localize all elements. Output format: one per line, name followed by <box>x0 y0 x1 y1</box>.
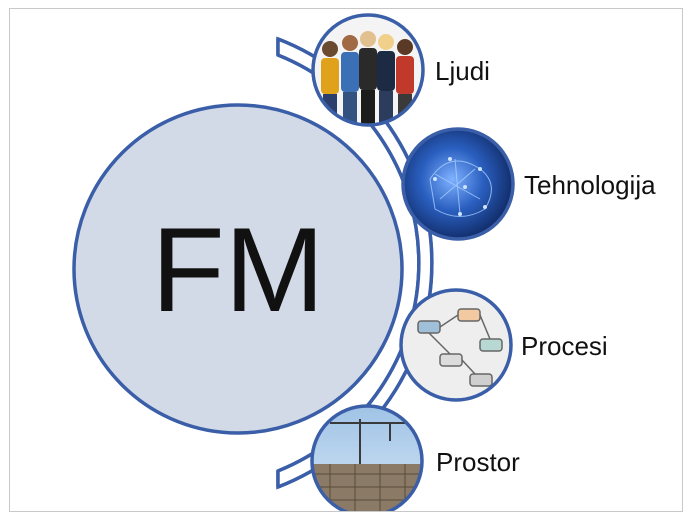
node-label-tehnologija: Tehnologija <box>524 170 656 200</box>
construction-site-photo <box>312 406 422 511</box>
process-flowchart-photo <box>401 290 511 400</box>
node-tehnologija: Tehnologija <box>401 127 656 241</box>
node-procesi: Procesi <box>399 288 608 402</box>
digital-brain-photo <box>403 129 513 239</box>
fm-center-node: FM <box>72 103 404 435</box>
fm-label: FM <box>151 203 324 337</box>
node-label-procesi: Procesi <box>521 331 608 361</box>
node-ljudi: Ljudi <box>311 13 490 127</box>
node-label-ljudi: Ljudi <box>435 56 490 86</box>
node-prostor: Prostor <box>310 404 520 511</box>
diagram-frame: FM <box>9 8 683 512</box>
diagram-canvas: FM <box>72 13 656 511</box>
people-photo <box>313 15 423 125</box>
node-label-prostor: Prostor <box>436 447 520 477</box>
